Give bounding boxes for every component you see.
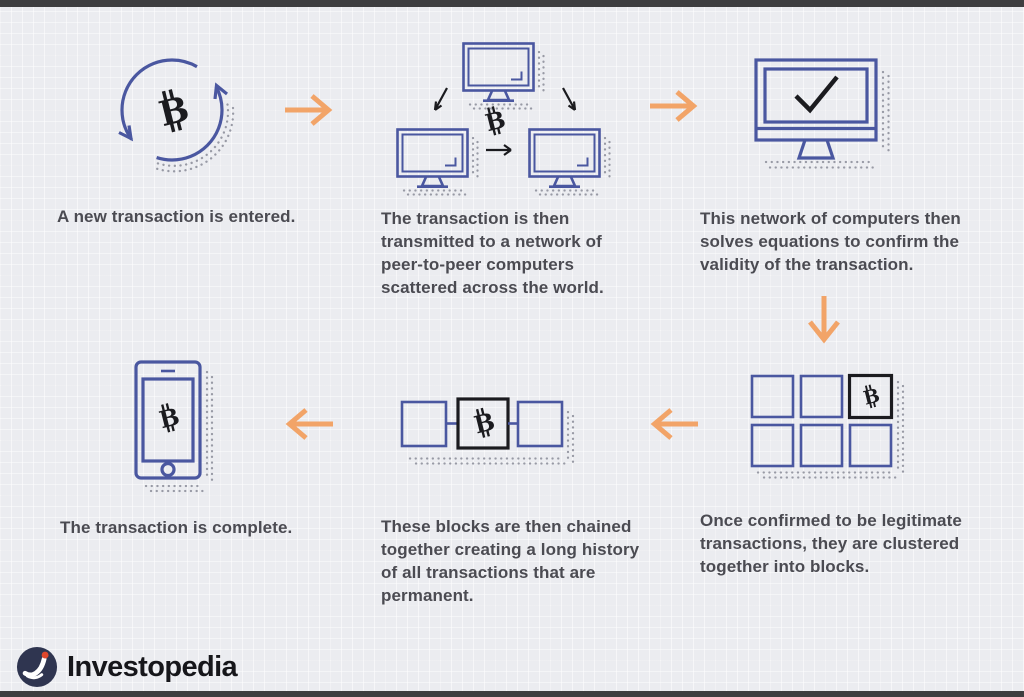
peer-network-icon [396, 42, 616, 202]
smartphone-bitcoin-icon [134, 360, 214, 493]
bitcoin-icon [470, 405, 498, 440]
flow-arrow-right-icon [650, 90, 698, 122]
flow-arrow-right-icon [285, 94, 333, 126]
bitcoin-icon [482, 104, 509, 138]
flow-arrow-down-icon [808, 296, 840, 344]
transmit-arrow-icon [486, 144, 512, 156]
phone-home-button [160, 461, 176, 478]
transmit-arrow-icon [562, 87, 577, 111]
step-5-caption: These blocks are then chained together c… [381, 517, 640, 605]
monitor-checkmark-icon [754, 58, 890, 169]
investopedia-logo-icon [16, 646, 58, 688]
bitcoin-icon [154, 86, 194, 136]
bitcoin-icon [156, 401, 183, 435]
step-3-caption: This network of computers then solves eq… [700, 209, 961, 274]
computer-monitor-icon [462, 42, 545, 110]
bottom-border-bar [0, 691, 1024, 697]
computer-monitor-icon [528, 128, 611, 196]
step-4-caption: Once confirmed to be legitimate transact… [700, 511, 962, 576]
blocks-grid-icon [750, 373, 905, 479]
bitcoin-block [847, 373, 894, 420]
step-2-caption: The transaction is then transmitted to a… [381, 209, 604, 297]
step-6-caption: The transaction is complete. [60, 518, 293, 537]
bitcoin-cycle-icon [118, 58, 235, 173]
top-border-bar [0, 0, 1024, 7]
checkmark-icon [794, 75, 839, 114]
flow-arrow-left-icon [650, 408, 698, 440]
bitcoin-icon [860, 383, 883, 410]
step-1-caption: A new transaction is entered. [57, 207, 296, 226]
cycle-arrowhead-top [213, 82, 229, 100]
transmit-arrow-icon [433, 87, 448, 111]
brand-name: Investopedia [67, 650, 238, 683]
blockchain-icon [400, 397, 575, 465]
logo-dot [41, 651, 49, 659]
computer-monitor-icon [396, 128, 479, 196]
investopedia-logo: Investopedia [16, 646, 238, 688]
flow-arrow-left-icon [285, 408, 333, 440]
cycle-arrowhead-bottom [118, 125, 134, 142]
